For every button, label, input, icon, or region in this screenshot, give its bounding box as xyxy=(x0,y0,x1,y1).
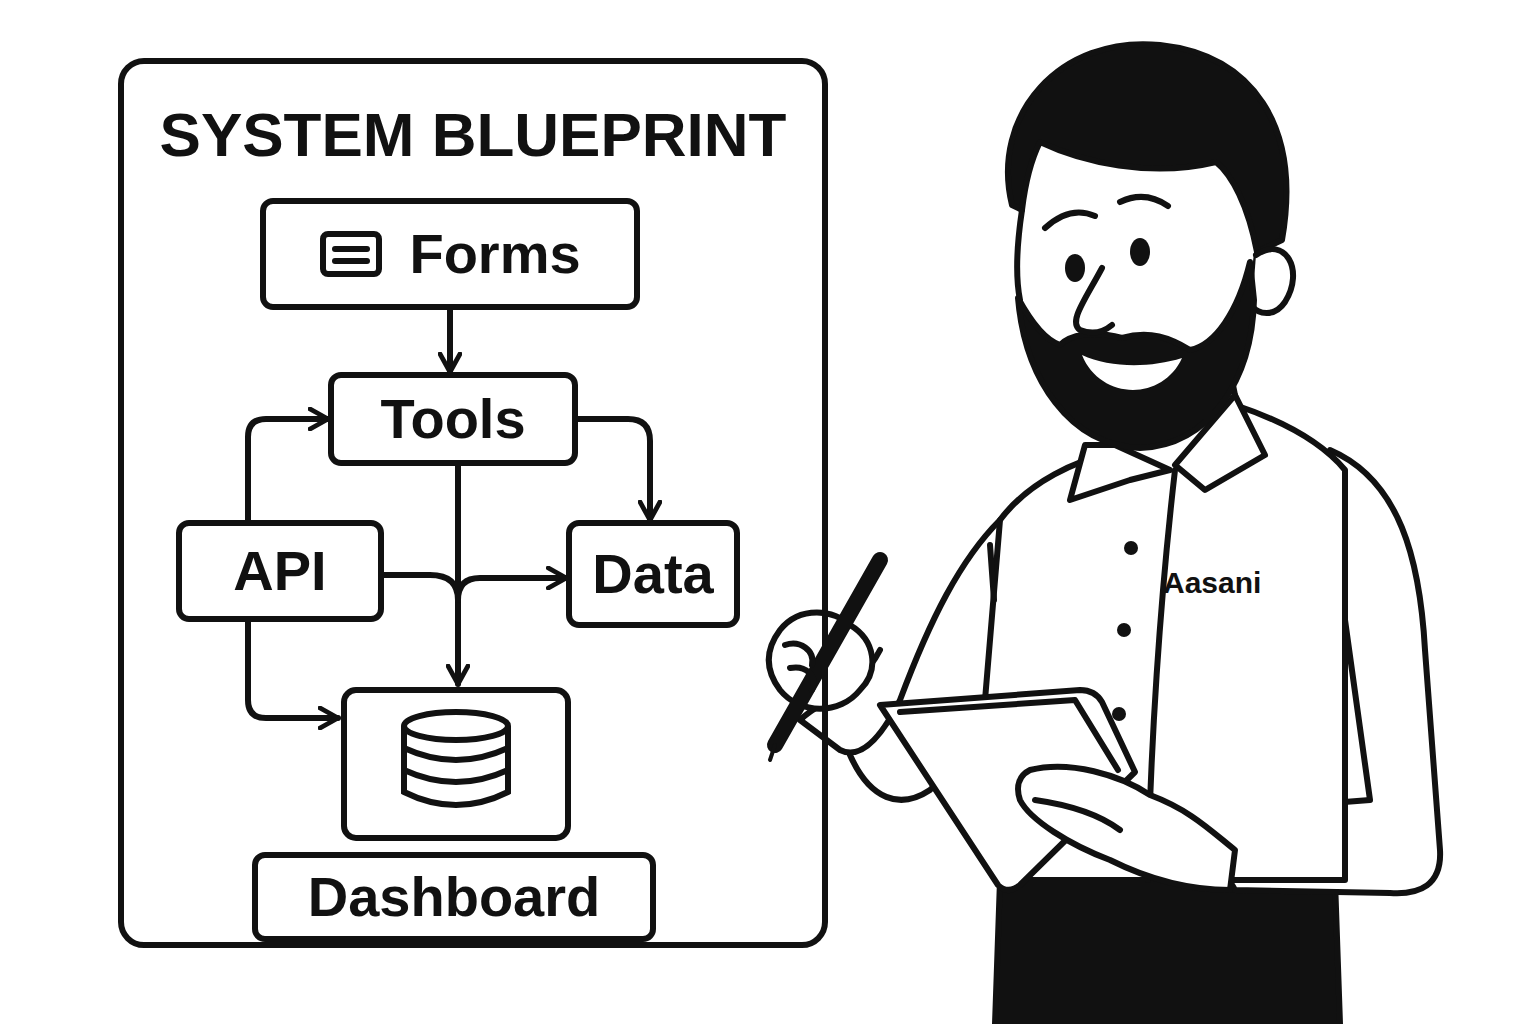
box-label: Tools xyxy=(380,388,525,450)
person-figure xyxy=(769,44,1440,1024)
box-label: Data xyxy=(592,543,713,605)
connector-arrow xyxy=(447,310,453,372)
panel-heading: SYSTEM BLUEPRINT xyxy=(124,104,822,166)
forms-box: Forms xyxy=(260,198,640,310)
box-label: Forms xyxy=(409,223,580,285)
api-db-line xyxy=(248,622,338,718)
api-merge-line xyxy=(384,575,458,600)
box-label: Dashboard xyxy=(308,866,601,928)
blueprint-panel: SYSTEM BLUEPRINT FormsToolsAPI DataDashboa… xyxy=(118,58,828,948)
connector-arrow xyxy=(458,466,566,600)
tools-box: Tools xyxy=(328,372,578,466)
shirt-name: Aasani xyxy=(1163,566,1261,600)
api-box: API xyxy=(176,520,384,622)
dashboard-box: Dashboard xyxy=(252,852,656,942)
form-icon xyxy=(319,230,383,278)
connector-arrow xyxy=(248,419,328,520)
connector-arrow xyxy=(578,419,650,520)
database-box xyxy=(344,690,568,838)
data-box: Data xyxy=(566,520,739,628)
box-label: API xyxy=(233,540,326,602)
